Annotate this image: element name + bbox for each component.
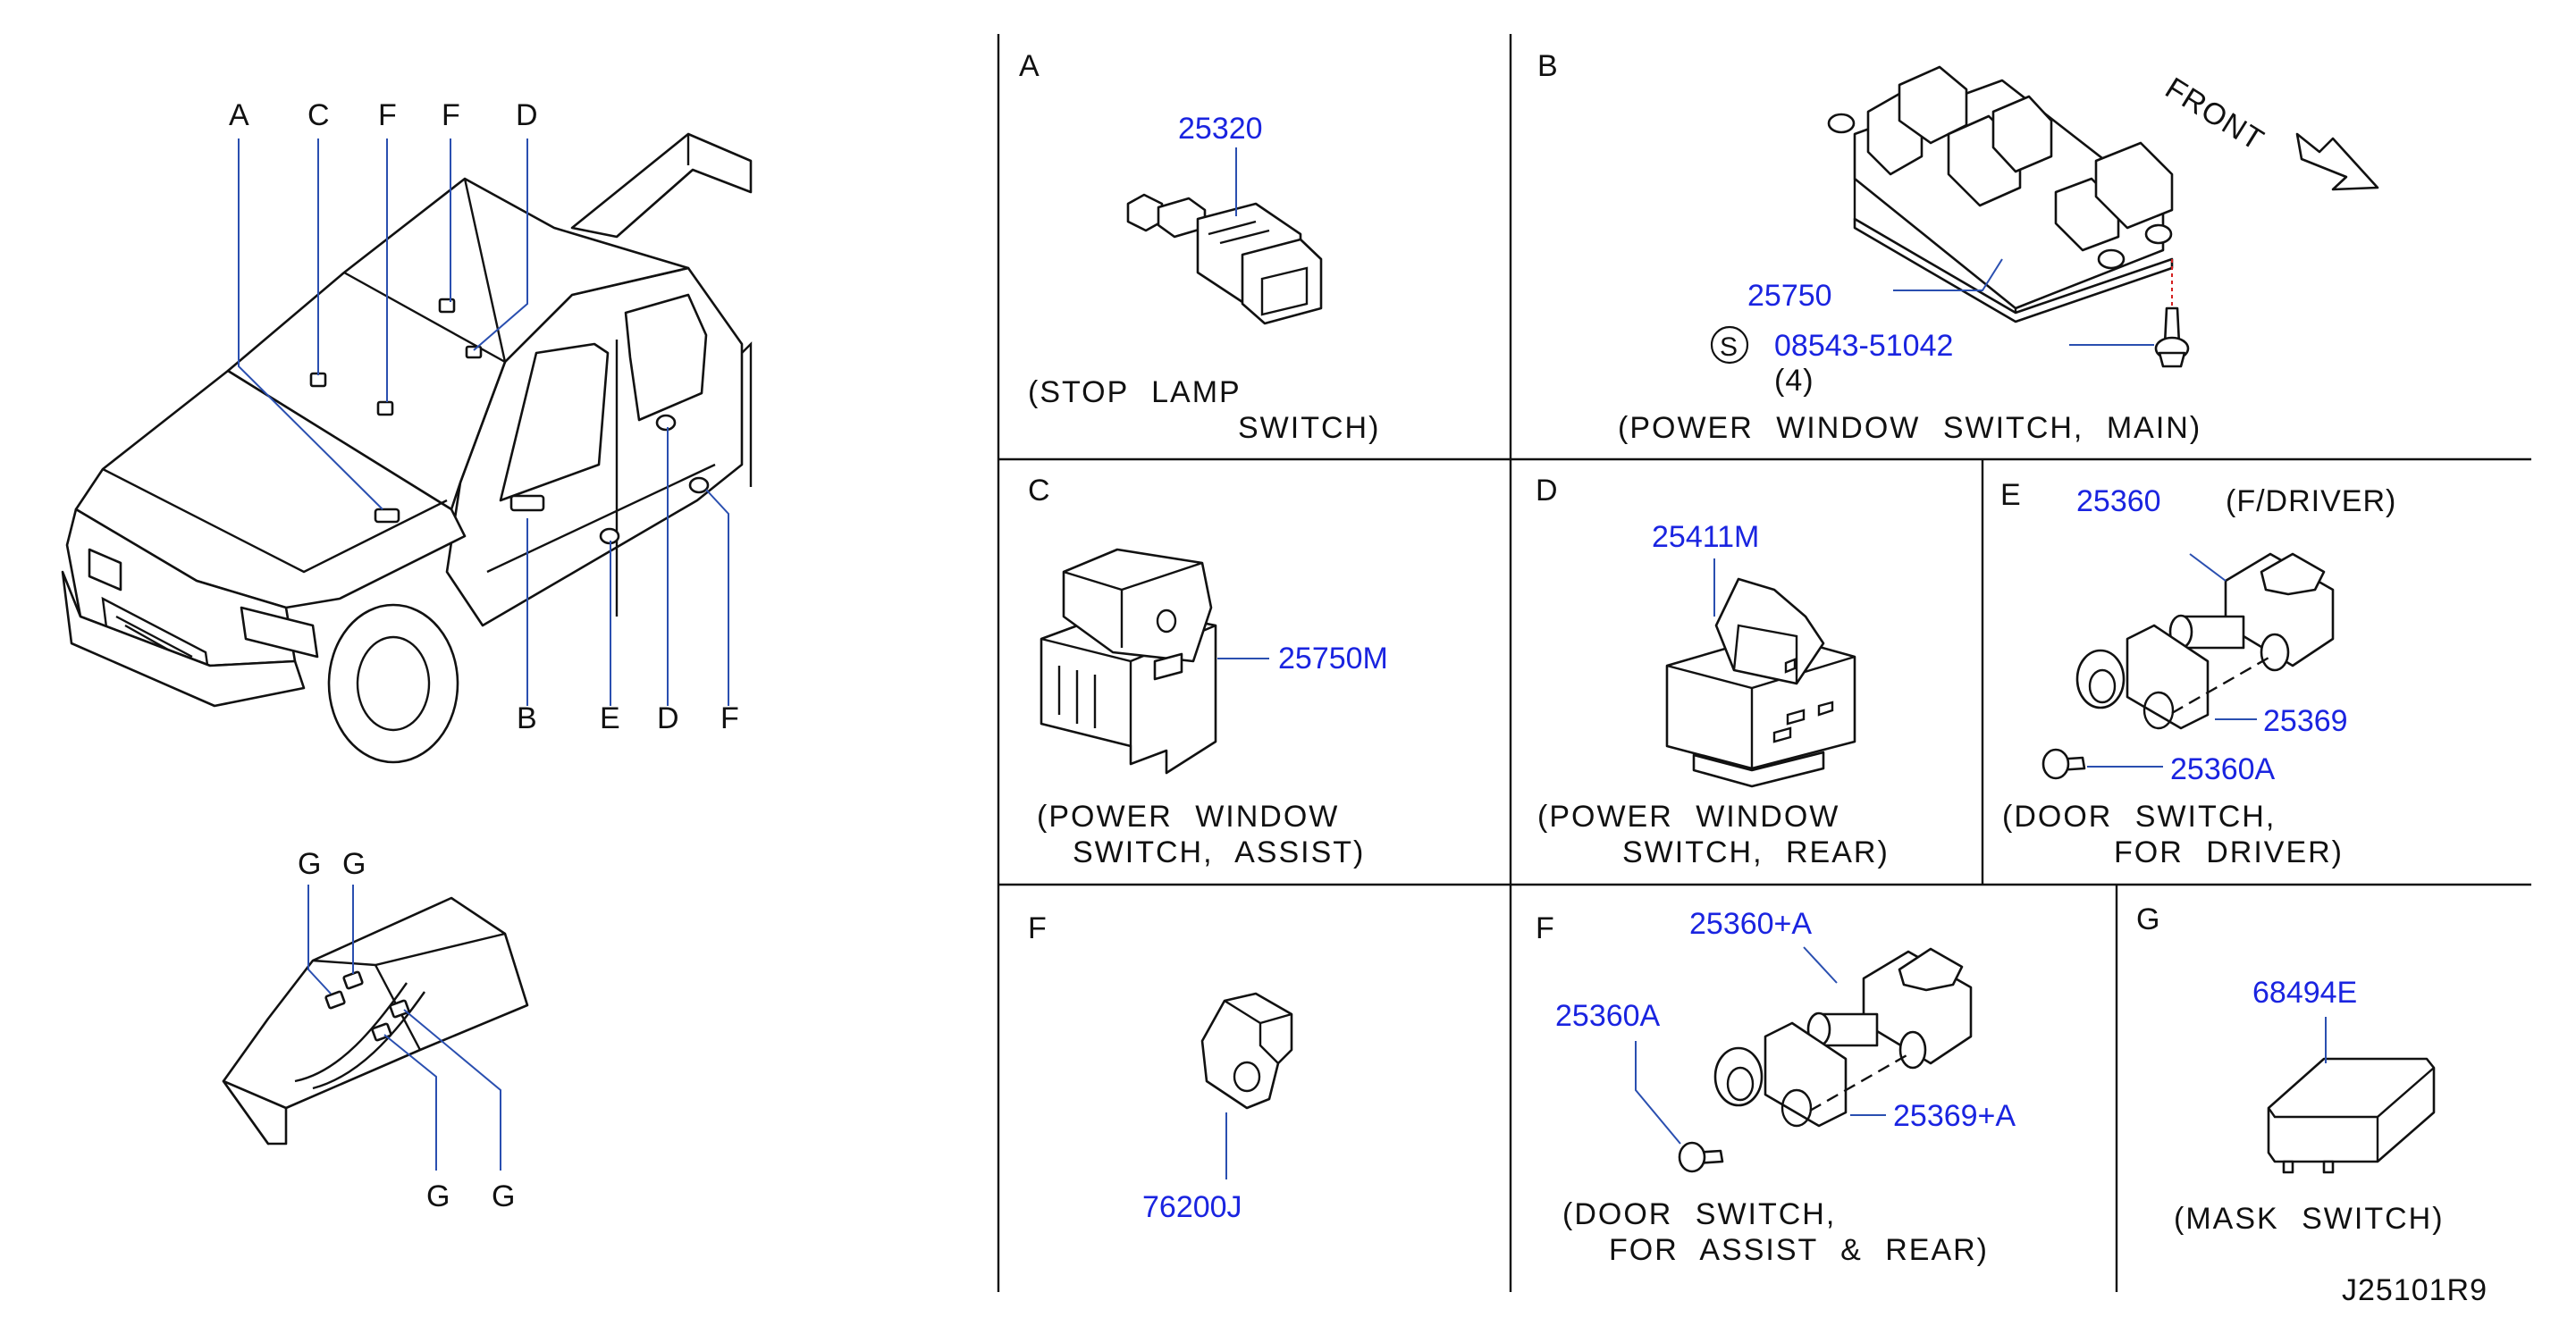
drawing-code: J25101R9 xyxy=(2342,1273,2488,1307)
panel-letter: C xyxy=(1028,474,1051,508)
power-window-main-switch-illustration xyxy=(1827,65,2174,323)
door-switch-driver-illustration xyxy=(2041,552,2335,780)
mask-switch-illustration xyxy=(2267,1057,2436,1174)
callout-letter: G xyxy=(426,1179,450,1213)
panel-caption: (POWER WINDOW xyxy=(1037,800,1339,834)
callout-letter: G xyxy=(298,847,322,881)
console-illustration xyxy=(222,896,529,1146)
front-label: FRONT xyxy=(2159,71,2270,158)
part-number-25750M[interactable]: 25750M xyxy=(1278,642,1388,676)
panel-caption: SWITCH) xyxy=(1238,411,1380,445)
callout-letter: F xyxy=(378,98,398,132)
s-symbol-icon xyxy=(1710,325,1749,365)
callout-letter: F xyxy=(720,701,740,735)
bumper-illustration xyxy=(1200,992,1293,1110)
part-note: (F/DRIVER) xyxy=(2226,484,2396,518)
callout-letter: E xyxy=(600,701,621,735)
callout-letter: D xyxy=(657,701,680,735)
panel-a: A 25320 (STOP LAMP SWITCH) xyxy=(1019,49,1380,445)
callout-letter: G xyxy=(342,847,366,881)
console-overview: G G G G xyxy=(222,847,529,1213)
callout-letter: A xyxy=(229,98,250,132)
panel-g: G 68494E (MASK SWITCH) xyxy=(2136,902,2445,1236)
panel-d: D 25411M (POWER WINDOW SWITCH, REAR) xyxy=(1536,474,1890,869)
panel-caption: FOR DRIVER) xyxy=(2114,835,2344,869)
panel-caption: (POWER WINDOW xyxy=(1537,800,1839,834)
panel-caption: (POWER WINDOW SWITCH, MAIN) xyxy=(1618,411,2201,445)
callout-letter: B xyxy=(517,701,538,735)
panel-letter: F xyxy=(1028,911,1048,945)
panel-letter: D xyxy=(1536,474,1559,508)
part-number-25750[interactable]: 25750 xyxy=(1747,279,1832,313)
callout-letter: G xyxy=(492,1179,516,1213)
panel-letter: G xyxy=(2136,902,2160,936)
part-number-25369+A[interactable]: 25369+A xyxy=(1893,1099,2016,1133)
callout-letter: C xyxy=(307,98,331,132)
panel-caption: FOR ASSIST & REAR) xyxy=(1609,1233,1989,1267)
panel-caption: (STOP LAMP xyxy=(1028,375,1242,409)
panel-letter: B xyxy=(1537,49,1559,83)
part-number-25369[interactable]: 25369 xyxy=(2263,704,2348,738)
power-window-assist-switch-illustration xyxy=(1040,548,1217,775)
front-arrow-icon xyxy=(2295,132,2379,191)
part-number-25320[interactable]: 25320 xyxy=(1178,112,1263,146)
vehicle-illustration xyxy=(61,132,753,764)
panel-caption: SWITCH, REAR) xyxy=(1622,835,1890,869)
door-switch-assist-rear-illustration xyxy=(1678,947,1973,1173)
console-leaders xyxy=(307,885,501,1171)
panel-caption: (DOOR SWITCH, xyxy=(2002,800,2276,834)
part-number-25360+A[interactable]: 25360+A xyxy=(1689,907,1812,941)
part-number-25411M[interactable]: 25411M xyxy=(1652,520,1759,554)
fastener-symbol: S xyxy=(1720,332,1738,362)
part-number-25360A[interactable]: 25360A xyxy=(1555,999,1661,1033)
panel-b: B FRONT 25750 S 0854 xyxy=(1537,49,2379,445)
leader-line xyxy=(2189,553,2227,582)
panel-caption: (MASK SWITCH) xyxy=(2174,1202,2445,1236)
part-number-25360A[interactable]: 25360A xyxy=(2170,752,2276,786)
power-window-rear-switch-illustration xyxy=(1665,577,1856,788)
stop-lamp-switch-illustration xyxy=(1126,193,1323,325)
panel-letter: F xyxy=(1536,911,1555,945)
panel-f-door-switch: F 25360+A 25360A 25369+A (DOOR SWITCH, F… xyxy=(1536,907,2016,1267)
quantity: (4) xyxy=(1774,364,1814,398)
panel-caption: (DOOR SWITCH, xyxy=(1562,1197,1836,1231)
panel-e: E 25360 (F/DRIVER) 25369 25360A (DOOR SW… xyxy=(2000,478,2396,869)
part-number-68494E[interactable]: 68494E xyxy=(2252,976,2357,1010)
vehicle-leaders xyxy=(238,138,729,706)
panel-caption: SWITCH, ASSIST) xyxy=(1073,835,1365,869)
part-number-08543-51042[interactable]: 08543-51042 xyxy=(1774,329,1953,363)
vehicle-overview: A C F F D B E D F xyxy=(61,98,753,764)
panel-c: C 25750M (POWER WINDOW SWITCH, ASSIST) xyxy=(1028,474,1388,869)
leader-line xyxy=(1803,946,1838,984)
leader-line xyxy=(1893,258,2003,291)
panel-f-bumper: F 76200J xyxy=(1028,911,1293,1224)
part-number-25360[interactable]: 25360 xyxy=(2076,484,2161,518)
part-number-76200J[interactable]: 76200J xyxy=(1142,1190,1242,1224)
panel-grid xyxy=(997,34,2531,1292)
leader-line xyxy=(1635,1041,1681,1145)
panel-letter: E xyxy=(2000,478,2022,512)
callout-letter: F xyxy=(442,98,461,132)
panel-letter: A xyxy=(1019,49,1040,83)
screw-illustration xyxy=(2154,259,2190,368)
callout-letter: D xyxy=(516,98,539,132)
